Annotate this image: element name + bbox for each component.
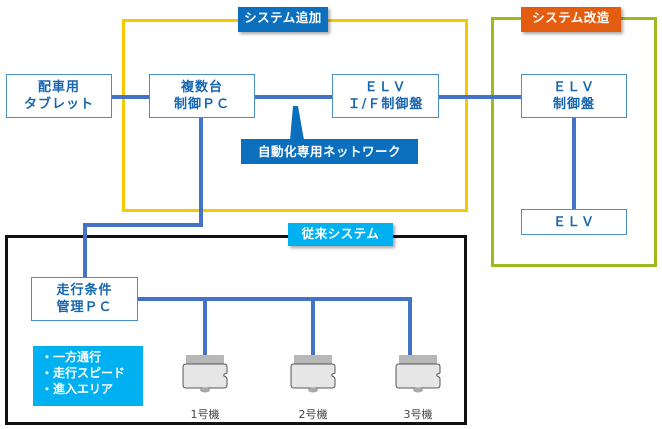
legacy-system-frame-right — [5, 235, 467, 425]
connector-robot-1 — [203, 297, 207, 357]
multi-control-pc-line2: 制御ＰＣ — [173, 97, 230, 112]
connector-robot-3 — [408, 297, 412, 357]
robot-label: 2号機 — [298, 408, 328, 421]
note-item: ・進入エリア — [41, 382, 114, 396]
driving-condition-pc-line1: 走行条件 — [56, 283, 113, 298]
callout-pointer — [290, 106, 304, 140]
note-item: ・走行スピード — [41, 366, 126, 380]
driving-condition-pc-line2: 管理ＰＣ — [56, 300, 113, 315]
driving-condition-pc-node: 走行条件 管理ＰＣ — [31, 277, 138, 321]
note-item: ・一方通行 — [41, 350, 102, 364]
dispatch-tablet-node: 配車用 タブレット — [6, 74, 112, 118]
multi-control-pc-node: 複数台 制御ＰＣ — [149, 74, 255, 118]
connector-elv-control-to-elv — [572, 117, 576, 209]
network-callout: 自動化専用ネットワーク — [241, 139, 418, 164]
connector-pc-down — [199, 117, 203, 227]
robot-label: 1号機 — [190, 408, 220, 421]
elv-control-panel-node: ＥＬＶ 制御盤 — [521, 74, 627, 118]
elv-node: ＥＬＶ — [521, 209, 627, 235]
elv-if-panel-node: ＥＬＶ Ｉ/Ｆ制御盤 — [332, 74, 439, 118]
connector-pc-horizontal — [83, 223, 203, 227]
system-modified-tag: システム改造 — [521, 7, 621, 32]
connector-robot-bus — [137, 297, 412, 301]
elv-if-panel-line1: ＥＬＶ — [364, 80, 407, 95]
dispatch-tablet-line1: 配車用 — [37, 80, 80, 95]
driving-conditions-notes: ・一方通行 ・走行スピード ・進入エリア — [33, 346, 143, 406]
multi-control-pc-line1: 複数台 — [180, 80, 223, 95]
elv-if-panel-line2: Ｉ/Ｆ制御盤 — [347, 97, 424, 112]
dispatch-tablet-line2: タブレット — [23, 97, 94, 112]
robot-label: 3号機 — [403, 408, 433, 421]
robot-icon — [395, 355, 441, 393]
connector-tablet-to-pc — [111, 95, 151, 99]
robot-icon — [290, 355, 336, 393]
connector-robot-2 — [311, 297, 315, 357]
elv-control-panel-line2: 制御盤 — [552, 97, 595, 112]
connector-elv-if-to-elv-control — [438, 95, 522, 99]
robot-icon — [182, 355, 228, 393]
system-added-tag: システム追加 — [238, 7, 328, 32]
legacy-system-tag: 従来システム — [288, 223, 393, 246]
connector-pc-to-elv-if — [254, 95, 334, 99]
connector-to-condition-pc — [83, 223, 87, 278]
elv-control-panel-line1: ＥＬＶ — [552, 80, 595, 95]
elv-line1: ＥＬＶ — [552, 214, 595, 230]
